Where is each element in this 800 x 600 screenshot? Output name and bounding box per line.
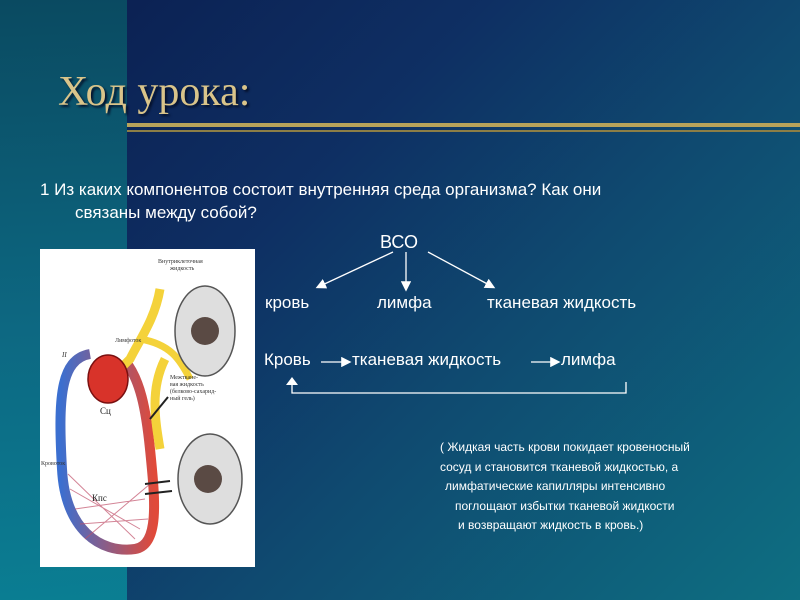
return-bracket [291, 382, 627, 394]
label-lymph-flow: Лимфоток [115, 337, 141, 344]
label-heart: Сц [100, 406, 111, 416]
arrow-to-blood [315, 251, 394, 289]
note-line: поглощают избытки тканевой жидкости [455, 498, 675, 513]
lymph-vessel [116, 288, 170, 450]
note-line: и возвращают жидкость в кровь.) [458, 518, 644, 532]
vessel-loop [55, 349, 160, 555]
explanation-note: ( Жидкая часть крови покидает кровеносны… [440, 438, 690, 536]
question-line-1: 1 Из каких компонентов состоит внутрення… [40, 180, 602, 199]
scheme-child-blood: кровь [265, 293, 310, 312]
note-line: ( Жидкая часть крови покидает кровеносны… [440, 440, 690, 454]
scheme-child-lymph: лимфа [377, 293, 432, 312]
scheme-root-label: ВСО [380, 232, 419, 252]
label-interstitial: Межткане-вая жидкость(белково-сахарид-ны… [170, 375, 216, 402]
arrow-to-tissue-fluid [427, 251, 496, 289]
label-capillaries: Кпс [92, 493, 107, 503]
label-blood-flow: Кровоток [41, 461, 65, 467]
capillary-net [67, 473, 151, 540]
note-line: сосуд и становится тканевой жидкостью, а [440, 459, 679, 474]
scheme-child-tissue-fluid: тканевая жидкость [487, 293, 637, 312]
label-roman: II [61, 351, 67, 359]
title-rule-thick [127, 123, 800, 127]
note-line: лимфатические капилляры интенсивно [445, 479, 666, 493]
title-rule-thin [127, 130, 800, 132]
question-line-2: связаны между собой? [75, 203, 257, 222]
flow-lymph: лимфа [561, 350, 616, 369]
flow-tissue-fluid: тканевая жидкость [352, 350, 502, 369]
flow-blood: Кровь [264, 350, 311, 369]
slide-title: Ход урока: [58, 69, 251, 115]
heart-shape [87, 354, 129, 404]
